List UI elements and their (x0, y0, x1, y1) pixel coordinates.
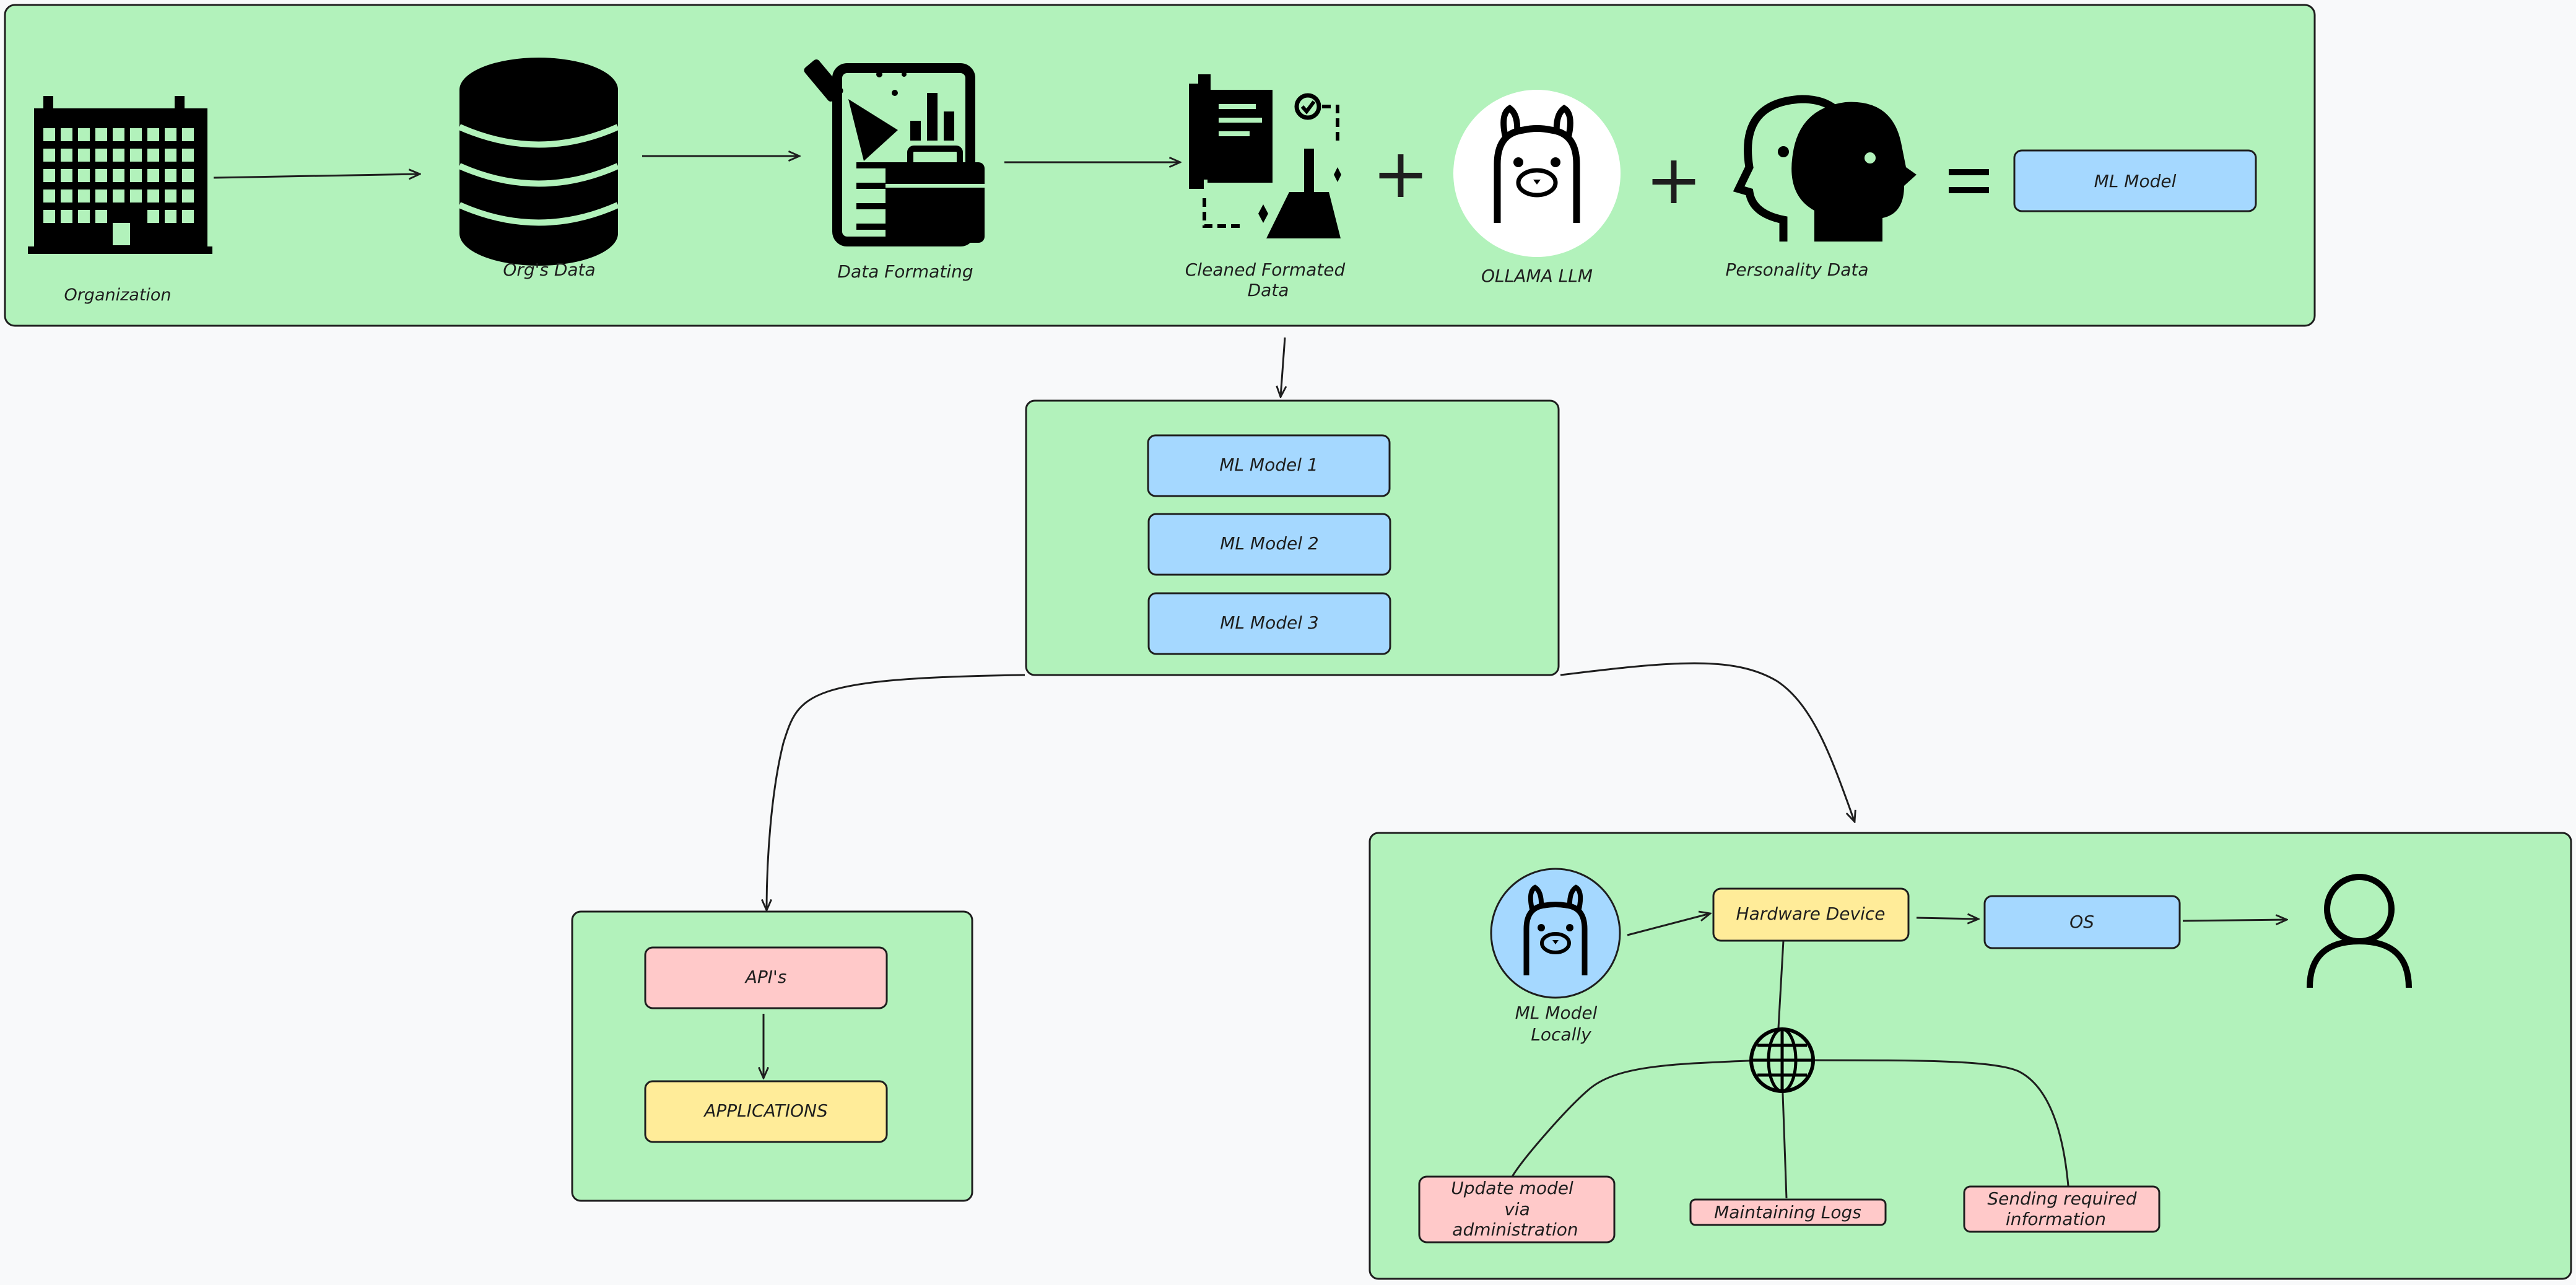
equals-symbol (1949, 169, 1989, 193)
data-formatting-label: Data Formating (837, 261, 973, 282)
update-model-label-line2: via (1504, 1199, 1530, 1219)
ml-model-box[interactable] (2013, 149, 2257, 212)
plus-symbol-1: + (1372, 134, 1429, 213)
hardware-device-box[interactable] (1712, 887, 1910, 942)
plus-symbol-2: + (1645, 140, 1702, 219)
os-box[interactable] (1983, 895, 2181, 949)
hardware-to-globe-line (1777, 940, 1785, 1029)
arrow-local-to-hardware (1627, 913, 1710, 936)
arrow-hardware-to-os (1916, 918, 1978, 919)
applications-box[interactable] (644, 1080, 888, 1143)
sending-info-box[interactable] (1963, 1185, 2160, 1233)
hardware-device-label: Hardware Device (1736, 904, 1886, 924)
arrow-os-to-user (2182, 920, 2287, 921)
local-llama-icon (1490, 868, 1621, 999)
building-icon (28, 96, 212, 254)
maintaining-logs-box[interactable] (1689, 1198, 1887, 1226)
orgs-data-label: Org's Data (503, 259, 595, 280)
maintaining-logs-label: Maintaining Logs (1714, 1202, 1861, 1222)
cleaned-documents-icon (1189, 74, 1341, 238)
os-box-label: OS (2069, 912, 2094, 932)
llama-icon (1453, 90, 1621, 257)
update-model-label-line1: Update model (1451, 1178, 1573, 1198)
update-model-box[interactable] (1418, 1175, 1616, 1244)
ml-model-2-box[interactable] (1147, 513, 1391, 576)
update-model-label-line3: administration (1452, 1219, 1578, 1240)
personality-label: Personality Data (1725, 259, 1868, 280)
ml-model-3-label: ML Model 3 (1220, 612, 1318, 633)
user-icon (2307, 874, 2412, 988)
cleaned-data-label-line1: Cleaned Formated (1185, 259, 1346, 280)
globe-to-update-line (1511, 1059, 1762, 1177)
arrow-org-to-data (213, 174, 420, 178)
arrow-pipeline-to-models (1281, 337, 1285, 397)
local-model-label-line2: Locally (1531, 1024, 1591, 1045)
ml-model-box-label: ML Model (2094, 171, 2177, 191)
data-formatting-icon (804, 59, 985, 246)
arrow-models-to-device (1560, 662, 1855, 822)
api-box-label: API's (744, 967, 787, 987)
ml-model-3-box[interactable] (1147, 592, 1391, 655)
ml-model-2-label: ML Model 2 (1220, 533, 1318, 554)
arrow-models-to-api (767, 674, 1025, 910)
globe-to-logs-line (1781, 1076, 1788, 1199)
ml-model-1-box[interactable] (1147, 434, 1391, 497)
local-model-label-line1: ML Model (1515, 1003, 1598, 1023)
sending-info-label-line1: Sending required (1987, 1188, 2136, 1209)
sending-info-label-line2: information (2006, 1209, 2106, 1229)
pipeline-panel (4, 4, 2316, 327)
personality-heads-icon (1733, 95, 1917, 242)
cleaned-data-label-line2: Data (1248, 280, 1289, 300)
organization-label: Organization (64, 285, 171, 305)
globe-icon (1749, 1027, 1815, 1093)
ml-model-1-label: ML Model 1 (1219, 455, 1318, 475)
applications-box-label: APPLICATIONS (703, 1100, 828, 1121)
ollama-label: OLLAMA LLM (1481, 266, 1593, 286)
api-box[interactable] (644, 946, 888, 1009)
device-panel (1368, 832, 2572, 1280)
database-icon (458, 58, 620, 266)
globe-to-sending-line (1812, 1059, 2069, 1187)
